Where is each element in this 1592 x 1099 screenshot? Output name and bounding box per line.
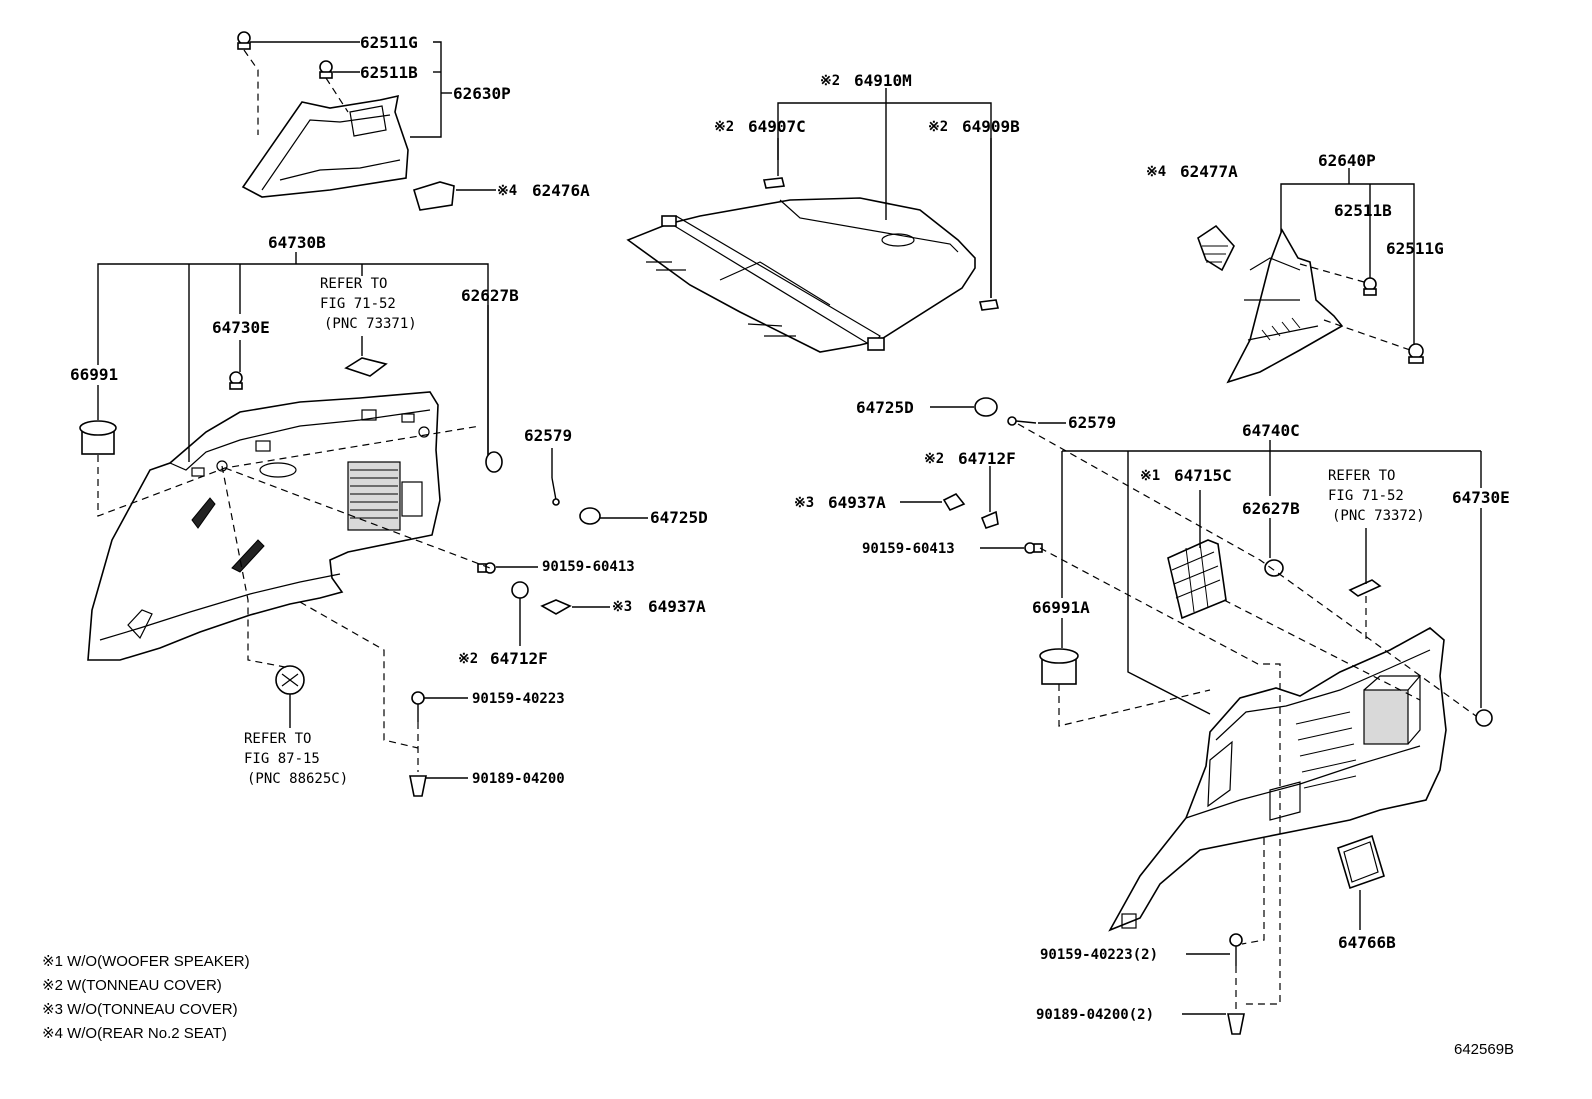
mark-3-64937a-left: ※3	[612, 599, 632, 615]
clip-62511g-top	[237, 31, 251, 50]
label-62627b-right: 62627B	[1242, 499, 1300, 518]
label-66991a: 66991A	[1032, 598, 1090, 617]
mark-4-62476a: ※4	[497, 183, 517, 199]
clip-90189-04200-right	[1227, 1013, 1245, 1035]
speaker-88625c	[275, 665, 305, 695]
label-64725d-left: 64725D	[650, 508, 708, 527]
clip-64725d-left	[579, 507, 601, 525]
figure-number: 642569B	[1454, 1041, 1514, 1058]
label-64937a-left: 64937A	[648, 597, 706, 616]
bracket-73372	[1348, 579, 1382, 597]
deck-trim-panel-right	[1108, 627, 1447, 932]
label-64910m: 64910M	[854, 71, 912, 90]
mark-2-64712f-left: ※2	[458, 651, 478, 667]
mark-3-64937a-right: ※3	[794, 495, 814, 511]
hook-64937a-left	[540, 599, 572, 615]
bolt-90159-60413-right	[1024, 542, 1043, 554]
bracket-64766b	[1337, 834, 1385, 890]
clip-62511b-top	[319, 60, 333, 79]
label-90159-40223-right: 90159-40223(2)	[1040, 947, 1158, 963]
label-62477a: 62477A	[1180, 162, 1238, 181]
label-62511b-right: 62511B	[1334, 201, 1392, 220]
screw-62579-right	[1007, 416, 1037, 426]
mark-2-64907c: ※2	[714, 119, 734, 135]
ref-73372-line3: (PNC 73372)	[1332, 508, 1425, 524]
ref-88625c-line2: FIG 87-15	[244, 751, 320, 767]
label-90159-60413-left: 90159-60413	[542, 559, 635, 575]
legend: ※1 W/O(WOOFER SPEAKER) ※2 W(TONNEAU COVE…	[42, 953, 250, 1042]
screw-62579-left	[551, 477, 560, 506]
bolt-90159-60413-left	[477, 562, 496, 574]
label-62511g-right: 62511G	[1386, 239, 1444, 258]
clip-90189-04200-left	[409, 775, 427, 797]
clip-64730e-right	[1475, 709, 1493, 727]
label-64715c: 64715C	[1174, 466, 1232, 485]
clip-62627b-right	[1264, 559, 1284, 577]
label-64909b: 64909B	[962, 117, 1020, 136]
cap-66991	[79, 420, 117, 455]
cap-64712f-right	[980, 510, 999, 529]
ref-73371-line2: FIG 71-52	[320, 296, 396, 312]
label-62476a: 62476A	[532, 181, 590, 200]
ref-73371-line3: (PNC 73371)	[324, 316, 417, 332]
label-64730b: 64730B	[268, 233, 326, 252]
bracket-73371	[344, 357, 388, 377]
tonneau-cover	[626, 177, 999, 353]
legend-item-3: ※3 W/O(TONNEAU COVER)	[42, 1001, 238, 1018]
ref-73372-line1: REFER TO	[1328, 468, 1395, 484]
cover-62477a	[1197, 224, 1235, 272]
clip-62627b-left	[485, 451, 503, 473]
screw-90159-40223-right	[1229, 933, 1243, 966]
ref-73371-line1: REFER TO	[320, 276, 387, 292]
woofer-cover-64715c	[1167, 539, 1227, 620]
hook-64937a-right	[942, 492, 966, 512]
ref-73372-line2: FIG 71-52	[1328, 488, 1404, 504]
label-62511g-top: 62511G	[360, 33, 418, 52]
label-90189-04200-left: 90189-04200	[472, 771, 565, 787]
label-64712f-right: 64712F	[958, 449, 1016, 468]
clip-64725d-right	[974, 397, 998, 417]
clip-62511g-right	[1408, 343, 1424, 364]
cap-66991a	[1039, 648, 1079, 685]
label-90189-04200-right: 90189-04200(2)	[1036, 1007, 1154, 1023]
label-64712f-left: 64712F	[490, 649, 548, 668]
legend-item-2: ※2 W(TONNEAU COVER)	[42, 977, 222, 994]
upper-pillar-garnish-left	[241, 94, 409, 198]
label-90159-40223-left: 90159-40223	[472, 691, 565, 707]
label-64730e-left: 64730E	[212, 318, 270, 337]
label-64937a-right: 64937A	[828, 493, 886, 512]
mark-4-62477a: ※4	[1146, 164, 1166, 180]
mark-1-64715c: ※1	[1140, 468, 1160, 484]
label-64730e-right: 64730E	[1452, 488, 1510, 507]
screw-90159-40223-left	[411, 691, 425, 722]
label-64766b: 64766B	[1338, 933, 1396, 952]
ref-88625c-line3: (PNC 88625C)	[247, 771, 348, 787]
clip-62511b-right	[1363, 277, 1377, 296]
label-62627b-left: 62627B	[461, 286, 519, 305]
cap-64712f-left	[511, 581, 529, 599]
label-90159-60413-right: 90159-60413	[862, 541, 955, 557]
cover-62476a	[413, 181, 455, 211]
label-62630p: 62630P	[453, 84, 511, 103]
mark-2-64712f-right: ※2	[924, 451, 944, 467]
mark-2-64909b: ※2	[928, 119, 948, 135]
label-64740c: 64740C	[1242, 421, 1300, 440]
legend-item-1: ※1 W/O(WOOFER SPEAKER)	[42, 953, 250, 970]
ref-88625c-line1: REFER TO	[244, 731, 311, 747]
upper-pillar-garnish-right	[1226, 228, 1344, 384]
clip-64730e-left	[229, 371, 243, 390]
mark-2-64910m: ※2	[820, 73, 840, 89]
label-62511b-top: 62511B	[360, 63, 418, 82]
label-62579-left: 62579	[524, 426, 572, 445]
label-64907c: 64907C	[748, 117, 806, 136]
label-62579-right: 62579	[1068, 413, 1116, 432]
label-66991: 66991	[70, 365, 118, 384]
label-62640p: 62640P	[1318, 151, 1376, 170]
deck-trim-panel-left	[87, 391, 441, 661]
legend-item-4: ※4 W/O(REAR No.2 SEAT)	[42, 1025, 227, 1042]
label-64725d-right: 64725D	[856, 398, 914, 417]
